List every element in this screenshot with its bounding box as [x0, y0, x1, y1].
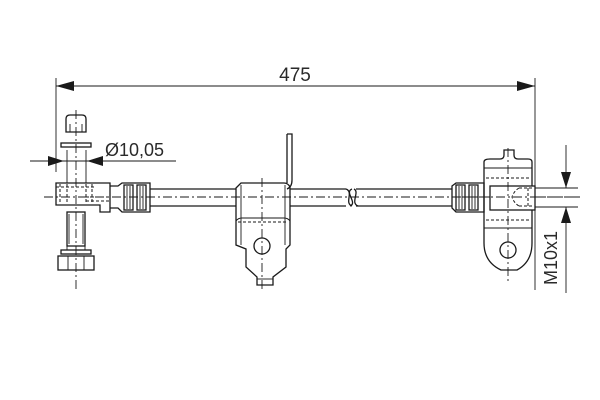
sealing-washer [60, 249, 92, 255]
dimension-arrow-up-icon [561, 207, 571, 223]
thread-dimension: M10x1 [535, 145, 578, 293]
dimension-arrow-right-icon [517, 81, 535, 91]
crimp-ferrule-right [451, 182, 485, 213]
thread-size-label: M10x1 [541, 231, 561, 285]
dimension-arrow-in-left-icon [48, 156, 64, 166]
overall-length-label: 475 [279, 65, 311, 86]
banjo-bolt [57, 211, 95, 271]
bore-diameter-label: Ø10,05 [105, 140, 164, 160]
dimension-arrow-in-right-icon [87, 156, 103, 166]
bore-diameter-dimension: Ø10,05 [30, 140, 176, 166]
crimp-ferrule-left [110, 182, 151, 213]
overall-length-dimension: 475 [55, 65, 536, 290]
dimension-arrow-left-icon [56, 81, 74, 91]
bolt-cap [60, 110, 92, 290]
banjo-fitting-left [55, 182, 111, 213]
mounting-bracket [235, 133, 293, 290]
dimension-arrow-down-icon [561, 172, 571, 188]
bracket-fitting-right [462, 148, 580, 284]
